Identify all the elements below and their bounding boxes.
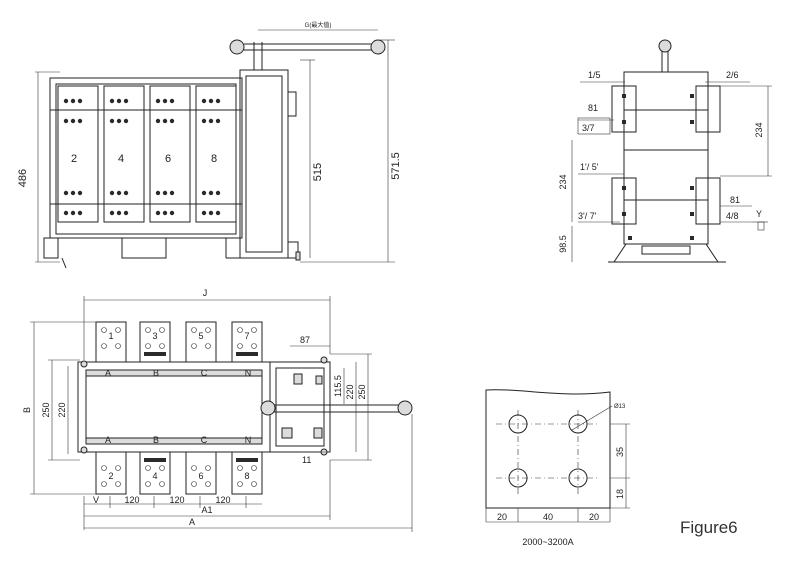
- dim-Y: Y: [756, 209, 762, 219]
- top-pole-3: 3: [152, 331, 157, 341]
- front-pole-6: 6: [165, 153, 171, 165]
- phase-bottom-A: A: [105, 435, 111, 445]
- front-view: 4 8 6: [17, 21, 402, 269]
- bottom-dim-40: 40: [543, 512, 553, 522]
- dim-515: 515: [312, 163, 324, 181]
- figure-label: Figure6: [680, 518, 738, 537]
- hole-dia-label: Ø13: [614, 404, 626, 410]
- phase-top-N: N: [245, 368, 252, 378]
- dim-81-bottom: 81: [730, 195, 740, 205]
- hole-detail: Ø13 35 18 20 40 20 2000~3200A: [485, 389, 630, 547]
- dim-115-5: 115.5: [333, 375, 343, 397]
- phase-bottom-C: C: [201, 435, 208, 445]
- dim-250-left: 250: [41, 402, 51, 417]
- dim-V: V: [93, 495, 99, 505]
- dim-87: 87: [300, 335, 310, 345]
- terminal-1-5: 1/5: [588, 70, 601, 80]
- phase-bottom-B: B: [153, 435, 159, 445]
- top-pole-7: 7: [244, 331, 249, 341]
- dim-18: 18: [615, 489, 625, 499]
- bottom-dim-20-left: 20: [497, 512, 507, 522]
- phase-bottom-N: N: [245, 435, 252, 445]
- bottom-dim-20-right: 20: [589, 512, 599, 522]
- phase-top-B: B: [153, 368, 159, 378]
- front-bolt-holes: [63, 98, 221, 216]
- dim-220-right: 220: [345, 384, 355, 399]
- dim-B: B: [22, 407, 32, 413]
- dim-81-top: 81: [588, 103, 598, 113]
- top-pole-5: 5: [198, 331, 203, 341]
- front-pole-plates: [57, 85, 237, 223]
- dim-571-5: 571.5: [390, 152, 402, 180]
- front-pole-4: 4: [118, 153, 124, 165]
- dim-234-left: 234: [558, 174, 568, 189]
- dim-234-right: 234: [754, 122, 764, 137]
- dim-250-right: 250: [357, 384, 367, 399]
- front-pole-8: 8: [211, 153, 217, 165]
- front-pole-2: 2: [71, 153, 77, 165]
- dim-handle-G: G(最大值): [305, 21, 332, 29]
- bottom-pole-8: 8: [244, 471, 249, 481]
- pitch-1: 120: [124, 495, 139, 505]
- terminal-1p-5p: 1'/ 5': [580, 162, 599, 172]
- bottom-pole-4: 4: [152, 471, 157, 481]
- phase-top-C: C: [201, 368, 208, 378]
- terminal-3-7: 3/7: [582, 123, 595, 133]
- side-bolts: [622, 94, 694, 240]
- dim-A: A: [189, 517, 195, 527]
- pitch-2: 120: [169, 495, 184, 505]
- side-view: 1/5 2/6 81 3/7 1'/ 5' 234 3'/: [558, 39, 772, 263]
- dim-35: 35: [615, 447, 625, 457]
- top-terminal-plates: [95, 321, 263, 495]
- terminal-small-blocks: [144, 352, 258, 462]
- terminal-holes: [101, 327, 257, 487]
- dim-A1: A1: [201, 505, 212, 515]
- dim-98-5: 98.5: [558, 235, 568, 253]
- terminal-3p-7p: 3'/ 7': [578, 211, 597, 221]
- dim-220-left: 220: [57, 402, 67, 417]
- terminal-4-8: 4/8: [726, 211, 739, 221]
- phase-top-A: A: [105, 368, 111, 378]
- dim-J: J: [203, 288, 208, 298]
- dim-486: 486: [17, 169, 29, 187]
- top-pole-1: 1: [108, 331, 113, 341]
- dim-11: 11: [302, 455, 311, 465]
- current-range-caption: 2000~3200A: [522, 537, 573, 547]
- bottom-pole-6: 6: [198, 471, 203, 481]
- top-view: J B 250 220 A B C N A B C N: [22, 288, 413, 532]
- bottom-pole-2: 2: [108, 471, 113, 481]
- terminal-2-6: 2/6: [726, 70, 739, 80]
- pitch-3: 120: [215, 495, 230, 505]
